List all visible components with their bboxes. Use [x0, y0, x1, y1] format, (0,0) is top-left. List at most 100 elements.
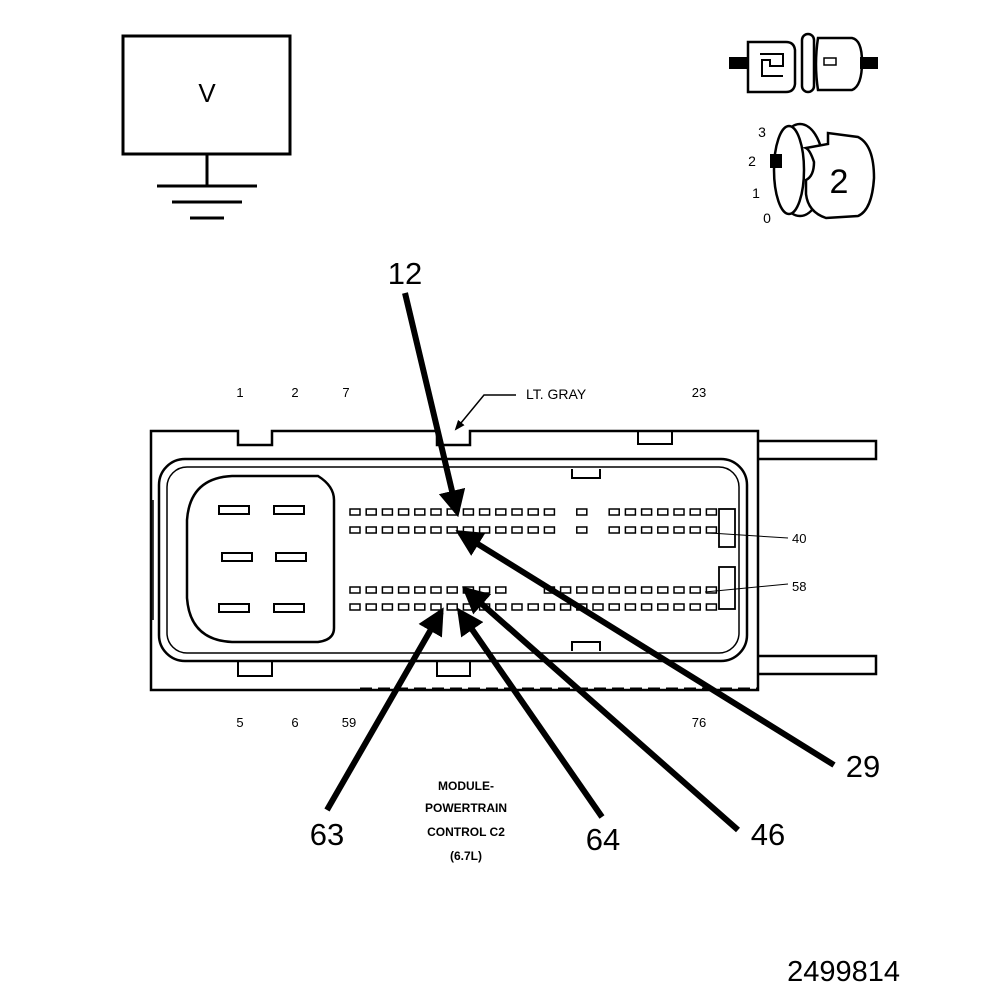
signal-pin-cavity [640, 508, 653, 516]
signal-pin-cavity [397, 508, 410, 516]
signal-pin-cavity [495, 526, 507, 534]
module-title-line-4: (6.7L) [450, 849, 482, 863]
signal-pin-cavity [689, 526, 701, 534]
signal-pin-cavity [495, 508, 507, 516]
callout-arrow-12 [402, 292, 466, 518]
signal-pin-cavity [365, 603, 377, 611]
ignition-position-3: 3 [758, 124, 766, 140]
signal-pin-cavity [543, 526, 556, 534]
signal-pin-cavity [527, 603, 539, 611]
pin-label-6: 6 [291, 715, 298, 730]
signal-pin-cavity [478, 526, 491, 534]
signal-pin-cavity [673, 603, 685, 611]
callout-64: 64 [586, 822, 620, 857]
power-pin-cavity [218, 505, 250, 515]
signal-pin-cavity [430, 526, 442, 534]
pin-label-1: 1 [236, 385, 243, 400]
signal-pin-cavity [657, 603, 669, 611]
signal-pin-cavity [608, 586, 620, 594]
connector-color-label: LT. GRAY [526, 386, 587, 402]
pin-label-58: 58 [792, 579, 806, 594]
signal-pin-cavity [511, 603, 523, 611]
ground-icon [157, 154, 257, 220]
signal-pin-cavity [511, 508, 523, 516]
signal-pin-cavity [657, 526, 669, 534]
ignition-position-2: 2 [748, 153, 756, 169]
signal-pin-cavity [576, 526, 588, 534]
signal-pin-cavity [349, 586, 361, 594]
pin-label-40: 40 [792, 531, 806, 546]
power-pin-cavity [218, 603, 250, 613]
signal-pin-cavity [673, 586, 685, 594]
signal-pin-cavity [705, 508, 718, 516]
signal-pin-cavity [414, 586, 426, 594]
signal-pin-cavity [608, 603, 620, 611]
signal-pin-cavity [689, 586, 701, 594]
signal-pin-cavity [705, 603, 718, 611]
signal-pin-cavity [462, 508, 475, 516]
callout-29: 29 [846, 749, 880, 784]
signal-pin-cavity [624, 603, 637, 611]
module-title-line-2: POWERTRAIN [425, 801, 507, 815]
signal-pin-cavity [624, 508, 637, 516]
signal-pin-cavity [673, 526, 685, 534]
signal-pin-cavity [365, 526, 377, 534]
ignition-position-0: 0 [763, 210, 771, 226]
signal-pin-cavity [608, 508, 620, 516]
callout-46: 46 [751, 817, 785, 852]
leader-40 [709, 532, 789, 539]
signal-pin-cavity [430, 586, 442, 594]
signal-pin-cavity [365, 586, 377, 594]
leader-58 [704, 583, 789, 593]
module-title-line-1: MODULE- [438, 779, 494, 793]
ignition-position-1: 1 [752, 185, 760, 201]
signal-pin-cavity [705, 586, 718, 594]
signal-pin-cavity [576, 508, 588, 516]
signal-pin-cavity [624, 526, 637, 534]
signal-pin-cavity [705, 526, 718, 534]
signal-pin-cavity [673, 508, 685, 516]
callout-12: 12 [388, 256, 422, 291]
signal-pin-cavity [543, 603, 556, 611]
power-pin-cavity [221, 552, 253, 562]
power-pin-cavity [273, 603, 305, 613]
power-pin-group [218, 505, 307, 613]
signal-pin-cavity [414, 508, 426, 516]
signal-pin-cavity [430, 603, 442, 611]
signal-pin-cavity [543, 508, 556, 516]
ignition-switch-icon: 3 2 1 0 2 [748, 122, 876, 226]
signal-pin-cavity [446, 603, 458, 611]
signal-pin-cavity [381, 508, 394, 516]
signal-pin-cavity [365, 508, 377, 516]
signal-pin-cavity [640, 586, 653, 594]
pin-label-59: 59 [342, 715, 356, 730]
pin-label-2: 2 [291, 385, 298, 400]
signal-pin-cavity [397, 526, 410, 534]
ignition-setting: 2 [830, 163, 849, 201]
connector-disconnect-icon [729, 32, 878, 94]
signal-pin-cavity [640, 603, 653, 611]
signal-pin-cavity [576, 586, 588, 594]
callout-arrow-29 [455, 530, 836, 768]
voltmeter-label: V [198, 78, 216, 108]
callout-arrow-64 [456, 607, 605, 819]
signal-pin-cavity [462, 603, 475, 611]
signal-pin-cavity [657, 586, 669, 594]
signal-pin-cavity [592, 586, 604, 594]
pin-label-76: 76 [692, 715, 706, 730]
callout-arrow-63 [324, 607, 444, 812]
signal-pin-cavity [608, 526, 620, 534]
signal-pin-cavity [349, 526, 361, 534]
signal-pin-cavity [624, 586, 637, 594]
signal-pin-cavity [511, 526, 523, 534]
signal-pin-cavity [527, 508, 539, 516]
callout-arrows [324, 292, 836, 833]
signal-pin-cavity [414, 603, 426, 611]
signal-pin-cavity [462, 526, 475, 534]
signal-pin-cavity [640, 526, 653, 534]
signal-pin-cavity [478, 508, 491, 516]
signal-pin-cavity [414, 526, 426, 534]
signal-pin-cavity [430, 508, 442, 516]
module-title: MODULE- POWERTRAIN CONTROL C2 (6.7L) [425, 779, 507, 863]
